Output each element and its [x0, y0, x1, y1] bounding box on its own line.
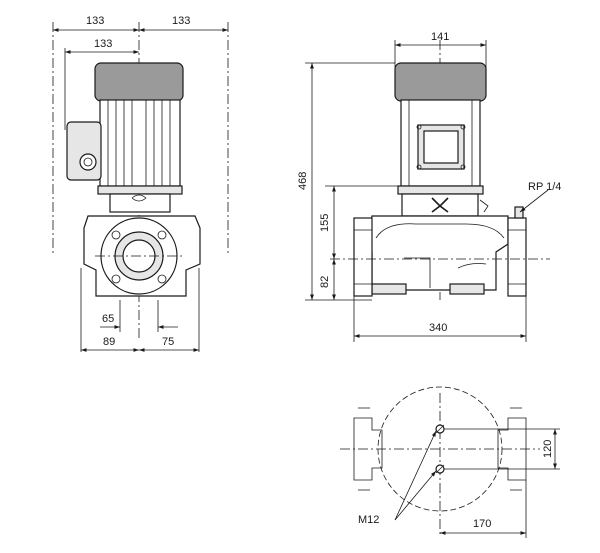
motor-stool-flange [97, 185, 183, 195]
vent-screw-icon [479, 199, 489, 213]
inlet-flange [353, 217, 373, 297]
dim-upper-height: 155 [319, 214, 331, 232]
dim-top-inner: 133 [94, 38, 112, 50]
dim-motor-width: 141 [431, 31, 449, 43]
dim-bottom-89: 89 [103, 336, 115, 348]
side-view: 141 [297, 31, 561, 342]
front-view: 133 133 133 [52, 15, 229, 352]
motor-cap [94, 62, 184, 102]
dim-lower-height: 82 [319, 276, 331, 288]
motor-body [99, 99, 181, 187]
dim-top-left: 133 [86, 15, 104, 27]
volute-outline [377, 386, 503, 512]
dim-top-right: 133 [172, 15, 190, 27]
port-label: RP 1/4 [528, 181, 561, 193]
side-motor-stool-flange [397, 185, 484, 195]
bolt-label: M12 [358, 514, 379, 526]
base-foot-left [371, 283, 407, 295]
motor-stool [109, 193, 171, 213]
bolt-hole-icon [157, 274, 167, 284]
dim-bolt-spacing: 120 [542, 440, 554, 458]
base-inlet-flange [353, 417, 383, 481]
pressure-port [514, 206, 524, 219]
base-outlet-flange [497, 417, 527, 481]
dim-bottom-75: 75 [162, 336, 174, 348]
dim-port-to-port: 340 [429, 322, 447, 334]
grundfos-logo-icon [431, 197, 449, 213]
bolt-hole-icon [157, 230, 167, 240]
dim-bottom-65: 65 [102, 313, 114, 325]
terminal-box [66, 121, 102, 181]
base-view: 120 170 M12 [340, 386, 560, 538]
bolt-hole-icon [111, 230, 121, 240]
bolt-hole-icon [111, 274, 121, 284]
dim-total-height: 468 [297, 172, 309, 190]
base-foot-right [449, 283, 485, 295]
dim-bolt-offset: 170 [473, 518, 491, 530]
cable-gland-icon [79, 153, 97, 171]
side-motor-cap [394, 62, 487, 102]
side-pump-housing [365, 215, 509, 291]
